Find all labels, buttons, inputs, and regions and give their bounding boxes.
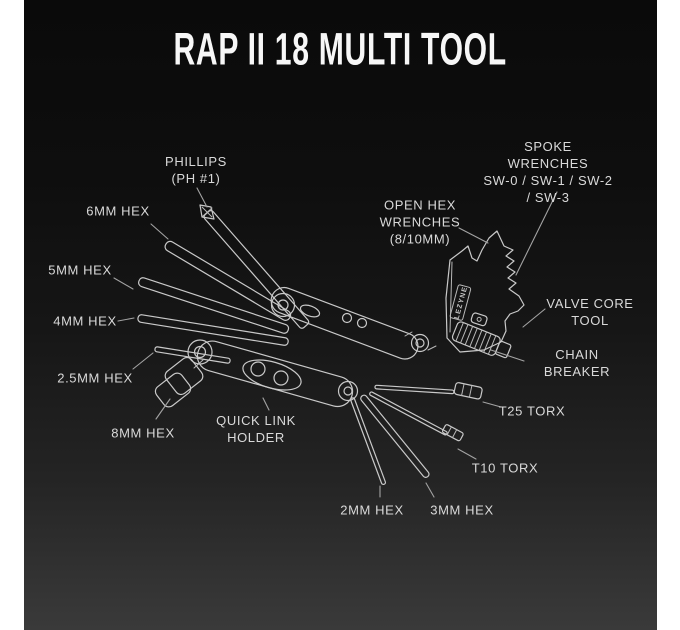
label-2mm-hex: 2MM HEX bbox=[340, 502, 404, 518]
label-t10-torx: T10 TORX bbox=[471, 460, 539, 476]
quick-link-holder-slot bbox=[242, 359, 302, 391]
brand-band: LEZYNE bbox=[449, 284, 472, 321]
label-4mm-hex: 4MM HEX bbox=[53, 313, 117, 329]
pivot-joint bbox=[404, 331, 437, 353]
hex-key-2-5mm bbox=[154, 346, 231, 364]
label-chain-breaker: CHAIN BREAKER bbox=[543, 347, 611, 379]
label-5mm-hex: 5MM HEX bbox=[48, 262, 112, 278]
product-image-panel bbox=[24, 0, 657, 630]
label-3mm-hex: 3MM HEX bbox=[430, 502, 494, 518]
label-2-5mm-hex: 2.5MM HEX bbox=[57, 370, 133, 386]
label-8mm-hex: 8MM HEX bbox=[111, 425, 175, 441]
label-open-hex-wrenches: OPEN HEX WRENCHES (8/10MM) bbox=[379, 197, 461, 247]
lower-side-plate bbox=[187, 339, 359, 408]
hex-key-3mm bbox=[360, 394, 430, 478]
hex-key-5mm bbox=[138, 277, 290, 334]
poster-title-text: RAP II 18 MULTI TOOL bbox=[173, 24, 508, 76]
label-t25-torx: T25 TORX bbox=[498, 403, 566, 419]
upper-side-plate bbox=[270, 286, 419, 360]
hex-key-6mm bbox=[164, 240, 292, 321]
torx-t10-bit bbox=[369, 391, 464, 442]
tool-head: LEZYNE bbox=[445, 230, 525, 353]
label-spoke-wrenches: SPOKE WRENCHES SW-0 / SW-1 / SW-2 / SW-3 bbox=[483, 139, 613, 205]
hex-key-2mm bbox=[350, 397, 387, 486]
chain-breaker bbox=[451, 321, 512, 359]
leader-lines bbox=[113, 187, 558, 498]
poster-title: RAP II 18 MULTI TOOL bbox=[24, 24, 657, 76]
valve-core-slot bbox=[470, 312, 488, 327]
label-phillips: PHILLIPS (PH #1) bbox=[165, 154, 227, 186]
label-6mm-hex: 6MM HEX bbox=[86, 203, 150, 219]
phillips-bit bbox=[199, 204, 310, 329]
label-valve-core-tool: VALVE CORE TOOL bbox=[546, 296, 634, 328]
label-quick-link-holder: QUICK LINK HOLDER bbox=[216, 413, 296, 445]
hex-key-4mm bbox=[137, 314, 289, 346]
torx-t25-bit bbox=[374, 382, 483, 400]
